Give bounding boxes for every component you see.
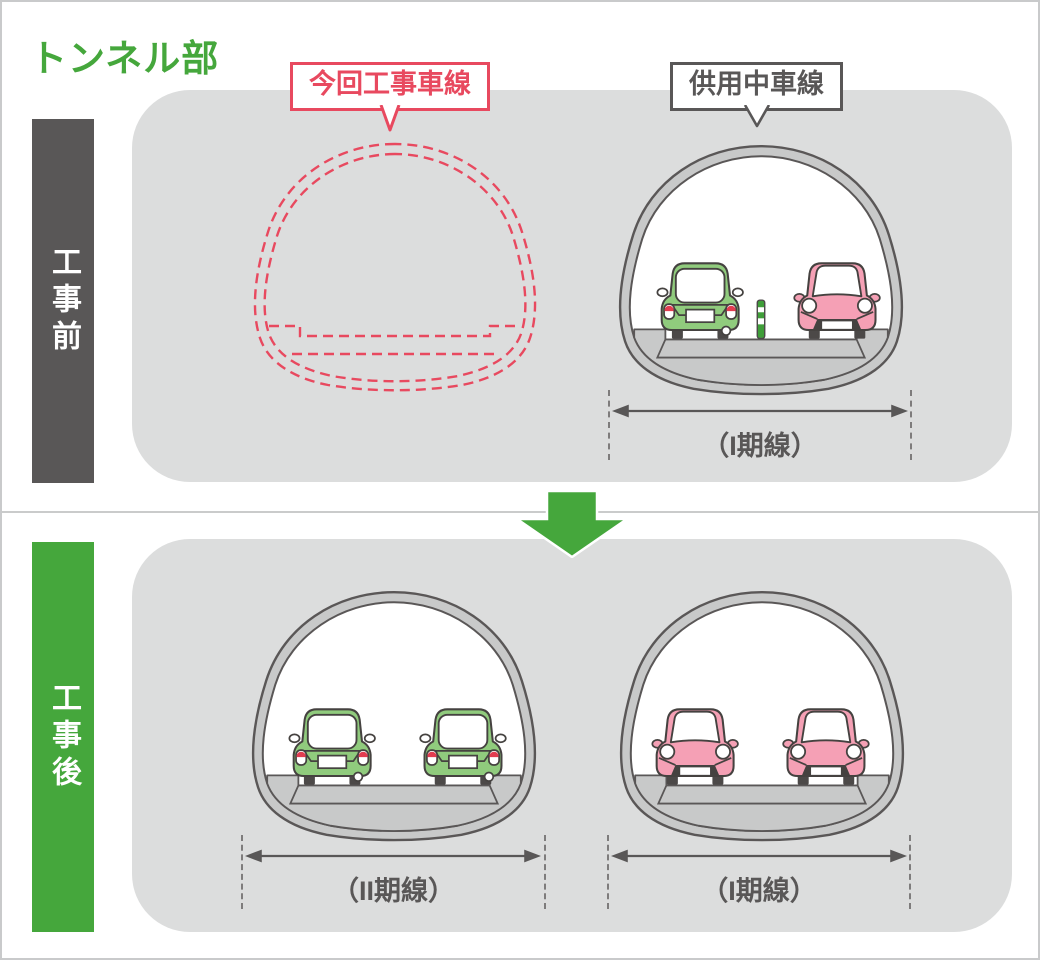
after-construction-label: 工事後	[47, 681, 80, 793]
dimension-label-phase2: （II期線）	[331, 876, 455, 906]
after-construction-bar: 工事後	[32, 542, 94, 932]
callout-inservice-label: 供用中車線	[689, 69, 824, 99]
callout-construction-lane: 今回工事車線	[290, 62, 490, 132]
lane-divider-bollard-icon	[756, 299, 766, 340]
in-service-tunnel-after	[619, 590, 905, 842]
new-tunnel-after	[251, 590, 537, 842]
dimension-guide-line	[910, 390, 912, 460]
tunnel-cross-section	[251, 590, 537, 842]
callout-inservice-lane: 供用中車線	[670, 62, 843, 128]
dimension-phase2-after: （II期線）	[241, 835, 546, 909]
dimension-label-phase1: （I期線）	[702, 431, 818, 461]
transition-down-arrow-icon	[516, 490, 628, 558]
dimension-label-phase1: （I期線）	[701, 876, 817, 906]
before-construction-bar: 工事前	[32, 119, 94, 483]
dimension-arrow-icon	[611, 848, 907, 864]
in-service-tunnel-before	[618, 144, 904, 396]
page-title: トンネル部	[30, 38, 220, 79]
dimension-guide-line	[909, 835, 911, 909]
before-construction-label: 工事前	[47, 245, 80, 357]
tunnel-cross-section	[619, 590, 905, 842]
dimension-arrow-icon	[612, 403, 908, 419]
dimension-guide-line	[241, 835, 243, 909]
callout-construction-label: 今回工事車線	[309, 69, 471, 99]
dimension-guide-line	[607, 835, 609, 909]
dimension-guide-line	[544, 835, 546, 909]
dimension-arrow-icon	[245, 848, 541, 864]
planned-tunnel-dashed-outline	[253, 142, 537, 392]
dimension-guide-line	[608, 390, 610, 460]
section-divider	[2, 511, 1038, 513]
callout-pointer-icon	[743, 104, 770, 128]
dimension-phase1-after: （I期線）	[607, 835, 911, 909]
callout-pointer-icon	[379, 104, 401, 132]
dimension-phase1-before: （I期線）	[608, 390, 912, 461]
